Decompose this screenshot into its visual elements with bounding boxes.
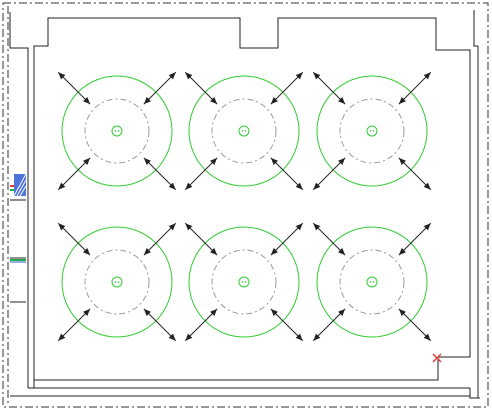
spray-direction-arrow-icon (312, 157, 346, 191)
sprinkler-unit (57, 222, 177, 342)
walls (9, 10, 480, 399)
spray-direction-arrow-icon (270, 157, 304, 191)
spray-direction-arrow-icon (143, 222, 177, 256)
sprinkler-head-icon (238, 276, 250, 288)
coverage-circle (316, 226, 428, 338)
coverage-circle (188, 75, 300, 187)
sprinkler-head-icon (366, 276, 378, 288)
inner-dashed-circle (211, 98, 277, 164)
sprinkler-unit (312, 222, 432, 342)
spray-direction-arrow-icon (312, 222, 346, 256)
inner-dashed-circle (339, 249, 405, 315)
spray-direction-arrow-icon (57, 157, 91, 191)
spray-direction-arrow-icon (143, 71, 177, 105)
spray-direction-arrow-icon (270, 308, 304, 342)
inner-dashed-circle (84, 249, 150, 315)
spray-direction-arrow-icon (184, 157, 218, 191)
top-wall-outer (9, 12, 29, 388)
sprinkler-grid (57, 71, 432, 342)
coverage-circle (61, 75, 173, 187)
coverage-circle (61, 226, 173, 338)
inner-dashed-circle (339, 98, 405, 164)
spray-direction-arrow-icon (312, 308, 346, 342)
x-marker-icon (432, 353, 442, 363)
sprinkler-head-icon (111, 276, 123, 288)
inner-dashed-circle (84, 98, 150, 164)
spray-direction-arrow-icon (57, 222, 91, 256)
sprinkler-head-icon (111, 125, 123, 137)
spray-direction-arrow-icon (270, 222, 304, 256)
spray-direction-arrow-icon (184, 71, 218, 105)
right-wall-outer (473, 10, 478, 47)
spray-direction-arrow-icon (184, 308, 218, 342)
left-wall-inner (33, 17, 471, 388)
spray-direction-arrow-icon (270, 71, 304, 105)
bottom-right-wall (469, 388, 480, 399)
spray-direction-arrow-icon (184, 222, 218, 256)
spray-direction-arrow-icon (398, 157, 432, 191)
sprinkler-unit (312, 71, 432, 191)
coverage-circle (316, 75, 428, 187)
sprinkler-unit (57, 71, 177, 191)
spray-direction-arrow-icon (57, 71, 91, 105)
spray-direction-arrow-icon (312, 71, 346, 105)
spray-direction-arrow-icon (143, 308, 177, 342)
inner-dashed-circle (211, 249, 277, 315)
sprinkler-unit (184, 222, 304, 342)
spray-direction-arrow-icon (57, 308, 91, 342)
spray-direction-arrow-icon (398, 308, 432, 342)
coverage-circle (188, 226, 300, 338)
spray-direction-arrow-icon (398, 222, 432, 256)
stair-symbol-icon (10, 173, 27, 197)
sprinkler-head-icon (238, 125, 250, 137)
spray-direction-arrow-icon (398, 71, 432, 105)
spray-direction-arrow-icon (143, 157, 177, 191)
sprinkler-unit (184, 71, 304, 191)
sprinkler-head-icon (366, 125, 378, 137)
